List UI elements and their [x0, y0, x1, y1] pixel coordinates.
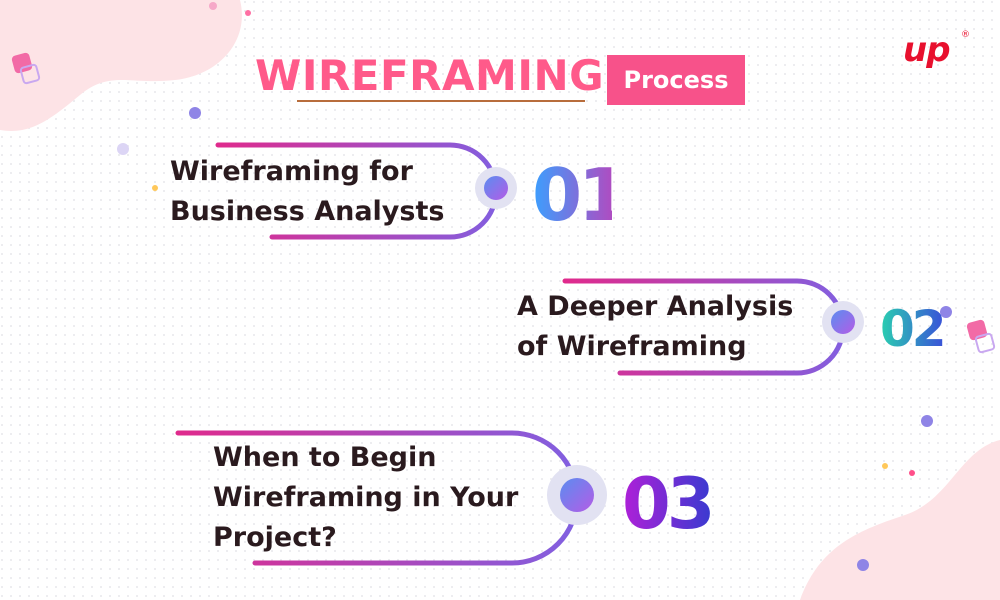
step-3-line-2: Wireframing in Your	[213, 482, 519, 513]
connector-step-3	[175, 430, 607, 566]
connector-step-2	[562, 278, 864, 376]
blob-top-left	[0, 0, 242, 131]
step-2-number: 02	[880, 300, 944, 354]
step-1-line-2: Business Analysts	[170, 196, 445, 227]
title-badge: Process	[607, 55, 745, 105]
step-3-line-1: When to Begin	[213, 442, 437, 473]
deco-dots	[117, 2, 952, 571]
title-main: WIREFRAMING	[255, 51, 605, 100]
step-1-number: 01	[532, 153, 612, 228]
blob-bottom-right	[800, 440, 1000, 600]
connector-step-1	[215, 142, 517, 240]
svg-text:01: 01	[532, 153, 612, 228]
svg-text:02: 02	[880, 300, 944, 354]
deco-squares-right	[966, 319, 996, 354]
step-2-line-1: A Deeper Analysis	[517, 291, 794, 322]
deco-squares-left	[11, 52, 41, 85]
svg-text:03: 03	[622, 463, 711, 536]
step-3-number: 03	[622, 463, 715, 536]
step-1-line-1: Wireframing for	[170, 156, 413, 187]
title-underline	[297, 100, 585, 102]
brand-logo: up	[903, 30, 951, 70]
step-3-line-3: Project?	[213, 522, 337, 553]
step-2-line-2: of Wireframing	[517, 331, 747, 362]
registered-mark: ®	[961, 30, 970, 40]
